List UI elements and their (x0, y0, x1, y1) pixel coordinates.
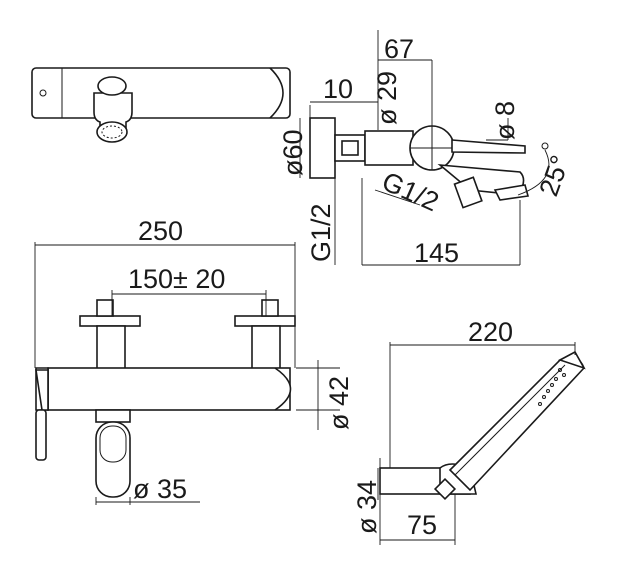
dim-d42: ø 42 (324, 376, 354, 430)
dim-250: 250 (138, 216, 183, 246)
dim-d35: ø 35 (133, 474, 187, 504)
dim-75: 75 (407, 510, 437, 540)
dim-d34: ø 34 (352, 480, 382, 534)
dim-g12-vertical: G1/2 (306, 203, 336, 262)
top-view (31, 67, 291, 143)
dim-150-tolerance: 150± 20 (128, 264, 225, 294)
dim-67: 67 (384, 34, 414, 64)
hand-shower-view (377, 342, 586, 545)
dim-g12-angled: G1/2 (378, 166, 444, 217)
dim-d29: ø 29 (372, 71, 402, 125)
dim-d8: ø 8 (490, 101, 520, 140)
dim-220: 220 (468, 317, 513, 347)
dim-25deg: 25° (533, 151, 575, 200)
dim-10: 10 (323, 74, 353, 104)
front-view (34, 242, 340, 505)
dim-d60: ø60 (278, 129, 308, 176)
side-view (299, 30, 550, 266)
dim-145: 145 (414, 238, 459, 268)
